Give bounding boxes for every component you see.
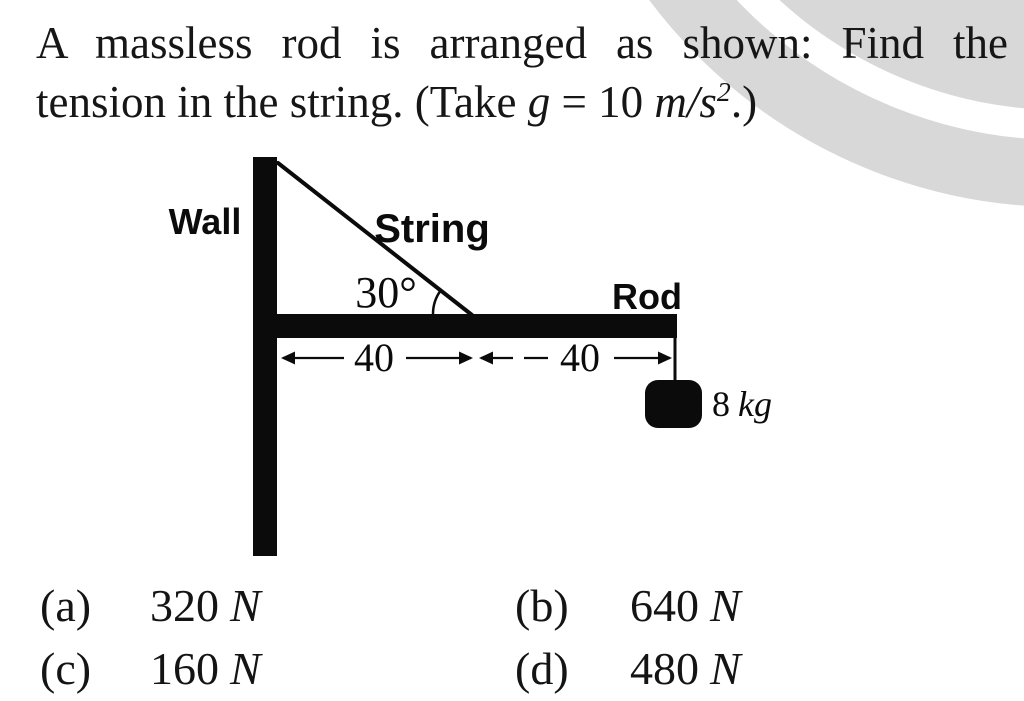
option-c-unit: N <box>230 643 261 694</box>
option-d-value: 480 <box>630 643 699 694</box>
wall-bar <box>253 157 277 556</box>
mass-block <box>645 380 702 428</box>
option-a-unit: N <box>230 580 261 631</box>
string-line <box>276 161 474 317</box>
arrowhead-left-outer <box>281 351 295 365</box>
option-a-label: (a) <box>40 580 92 631</box>
option-d-label: (d) <box>515 643 569 694</box>
string-label: String <box>374 207 490 251</box>
mass-label-number: 8 <box>712 384 730 424</box>
dim-right-label-mask <box>548 338 614 378</box>
arrowhead-right-inner <box>479 351 493 365</box>
rod-label: Rod <box>612 276 682 317</box>
dim-left-label-mask <box>344 338 406 378</box>
gravity-unit-exponent: 2 <box>716 77 731 108</box>
question-line-1: A massless rod is arranged as shown: Fin… <box>36 18 1008 68</box>
gravity-symbol: g <box>527 77 551 127</box>
option-a-value: 320 <box>150 580 219 631</box>
option-b-value: 640 <box>630 580 699 631</box>
option-c-label: (c) <box>40 643 92 694</box>
question-line2-close: .) <box>730 77 758 127</box>
arrowhead-left-inner <box>459 351 473 365</box>
angle-label: 30° <box>355 268 417 317</box>
mass-label-unit: kg <box>738 384 772 424</box>
angle-arc <box>431 289 443 315</box>
option-c-value: 160 <box>150 643 219 694</box>
rod-bar <box>277 314 677 338</box>
option-d-unit: N <box>710 643 741 694</box>
question-text: A massless rod is arranged as shown: Fin… <box>36 14 1008 132</box>
dim-right-dash-gap <box>513 350 524 366</box>
arrowhead-right-outer <box>658 351 672 365</box>
dim-left-label: 40 <box>354 335 394 380</box>
gravity-equals-value: = 10 <box>550 77 655 127</box>
wall-label: Wall <box>169 201 242 242</box>
option-b-label: (b) <box>515 580 569 631</box>
question-line-2: tension in the string. (Take g = 10 m/s2… <box>36 73 1008 132</box>
gravity-unit: m/s2 <box>654 77 731 127</box>
dim-right-label: 40 <box>560 335 600 380</box>
question-line2-prefix: tension in the string. (Take <box>36 77 528 127</box>
option-b-unit: N <box>710 580 741 631</box>
